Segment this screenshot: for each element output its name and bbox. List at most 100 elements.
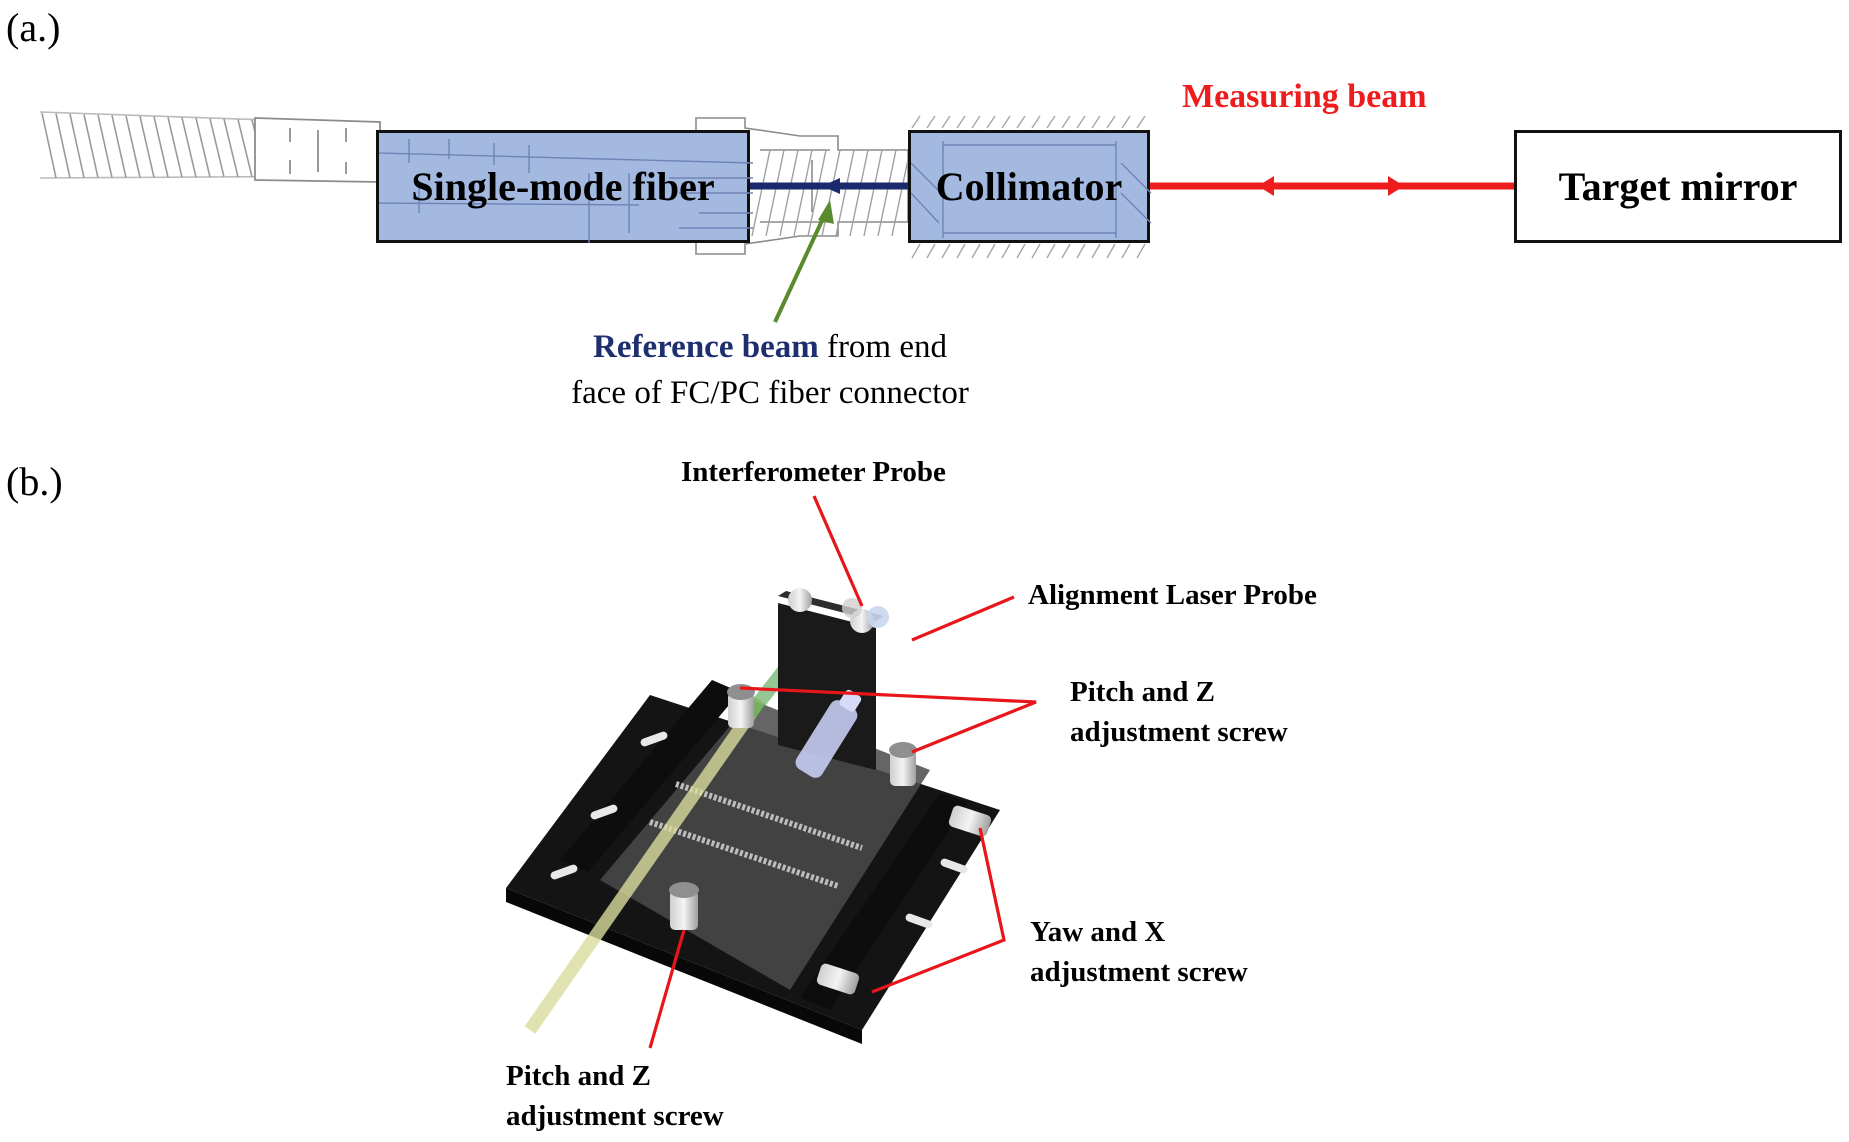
hatch-stroke xyxy=(1061,243,1071,259)
fiber-box-label: Single-mode fiber xyxy=(411,164,715,209)
callout-alignment-laser-probe: Alignment Laser Probe xyxy=(1028,579,1317,611)
hatch-stroke xyxy=(1001,243,1011,259)
callout-pitch-z-top-line-1: Pitch and Z xyxy=(1070,676,1216,708)
collimator-box: Collimator xyxy=(908,130,1152,243)
callout-pitch-z-bottom: Pitch and Z adjustment screw xyxy=(506,1056,724,1136)
leader-alignment-laser-probe xyxy=(911,595,1015,642)
right-rail xyxy=(800,793,968,1010)
connector-hatching xyxy=(751,149,911,237)
hatch-stroke xyxy=(69,113,85,178)
hatch-stroke xyxy=(849,149,869,237)
pitch-z-screw-top-left xyxy=(727,684,755,728)
hatch-stroke xyxy=(941,243,951,259)
hatch-stroke xyxy=(986,115,996,129)
reference-beam-emphasis: Reference beam xyxy=(593,329,819,365)
hatch-stroke xyxy=(765,149,785,237)
hatch-stroke xyxy=(835,149,855,237)
hatch-stroke xyxy=(153,116,169,178)
hatch-stroke xyxy=(911,243,921,259)
hatch-stroke xyxy=(971,243,981,259)
hatch-stroke xyxy=(181,117,197,178)
hatch-stroke xyxy=(1001,115,1011,129)
hatch-stroke xyxy=(1031,243,1041,259)
hatch-stroke xyxy=(1016,243,1026,259)
callout-pitch-z-bottom-line-1: Pitch and Z xyxy=(506,1060,652,1092)
hatch-stroke xyxy=(956,243,966,259)
hatch-stroke xyxy=(863,149,883,237)
pitch-z-screw-bottom xyxy=(669,882,699,930)
cap-screw xyxy=(788,588,812,612)
hatch-stroke xyxy=(1121,115,1131,129)
hatch-stroke xyxy=(1121,243,1131,259)
callout-pitch-z-top-line-2: adjustment screw xyxy=(1070,716,1288,748)
hatch-stroke xyxy=(1031,115,1041,129)
reference-note-line-1-rest: from end xyxy=(818,329,947,365)
reference-note-line-1: Reference beam from end xyxy=(520,324,1020,370)
hatch-stroke xyxy=(1046,115,1056,129)
hatch-stroke xyxy=(986,243,996,259)
leader-pitch-z-bottom xyxy=(648,929,686,1049)
fiber-internal-drawing xyxy=(379,139,753,243)
callout-leader-lines xyxy=(648,495,1037,1049)
panel-b-label: (b.) xyxy=(6,459,63,504)
hatch-stroke xyxy=(911,115,921,129)
hatch-stroke xyxy=(926,115,936,129)
hatch-stroke xyxy=(956,115,966,129)
hatch-stroke xyxy=(1106,243,1116,259)
measuring-beam-arrow-right xyxy=(1388,176,1404,196)
hatch-stroke xyxy=(111,115,127,178)
hatch-stroke xyxy=(877,149,897,237)
single-mode-fiber-box: Single-mode fiber xyxy=(376,130,753,243)
yaw-x-screw-bottom xyxy=(816,963,860,995)
pitch-z-screw-top-right xyxy=(889,742,917,786)
measuring-beam-arrow-left xyxy=(1258,176,1274,196)
hatch-stroke xyxy=(941,115,951,129)
reference-pointer-arrowhead xyxy=(818,200,834,224)
hatch-stroke xyxy=(125,115,141,178)
hatch-stroke xyxy=(1091,115,1101,129)
hatch-stroke xyxy=(195,117,211,178)
hatch-stroke xyxy=(891,149,911,237)
reference-beam-arrowhead xyxy=(822,178,840,194)
interferometer-probe-tip xyxy=(842,598,862,618)
hatch-stroke xyxy=(793,149,813,237)
reference-note-line-2: face of FC/PC fiber connector xyxy=(571,375,969,411)
hatch-stroke xyxy=(807,149,827,237)
hatch-stroke xyxy=(1136,115,1146,129)
panel-a-label: (a.) xyxy=(6,5,61,50)
hatch-stroke xyxy=(1136,243,1146,259)
reference-beam-note: Reference beam from end face of FC/PC fi… xyxy=(520,324,1020,416)
hatch-stroke xyxy=(41,112,57,179)
callout-yaw-x-line-2: adjustment screw xyxy=(1030,956,1248,988)
collimator-internal-drawing xyxy=(911,141,1152,238)
reference-pointer-line xyxy=(773,211,828,323)
mounting-slots-right xyxy=(905,858,968,929)
fiber-cable-hatch xyxy=(39,111,381,179)
hatch-stroke xyxy=(1076,115,1086,129)
target-mirror-label: Target mirror xyxy=(1558,164,1798,209)
hatch-stroke xyxy=(779,149,799,237)
hatch-stroke xyxy=(971,115,981,129)
hatch-stroke xyxy=(55,113,71,179)
hatch-stroke xyxy=(223,118,239,178)
hatch-stroke xyxy=(97,114,113,178)
interferometer-collimator-tube xyxy=(795,689,862,778)
leader-interferometer-probe xyxy=(812,495,864,607)
hatch-stroke xyxy=(209,118,225,178)
callout-yaw-x: Yaw and X adjustment screw xyxy=(1030,912,1248,992)
leader-pitch-z-top xyxy=(739,686,1037,754)
left-rail xyxy=(560,680,740,872)
mounting-slots-left xyxy=(550,731,668,880)
target-mirror-box: Target mirror xyxy=(1514,130,1842,243)
leader-yaw-x xyxy=(871,827,1006,994)
callout-interferometer-probe: Interferometer Probe xyxy=(681,456,946,488)
hatch-stroke xyxy=(1091,243,1101,259)
hatch-stroke xyxy=(926,243,936,259)
callout-yaw-x-line-1: Yaw and X xyxy=(1030,916,1166,948)
hatch-stroke xyxy=(1046,243,1056,259)
tension-springs xyxy=(649,781,863,889)
callout-pitch-z-top: Pitch and Z adjustment screw xyxy=(1070,672,1288,752)
collimator-box-label: Collimator xyxy=(935,164,1123,209)
hatch-stroke xyxy=(1061,115,1071,129)
